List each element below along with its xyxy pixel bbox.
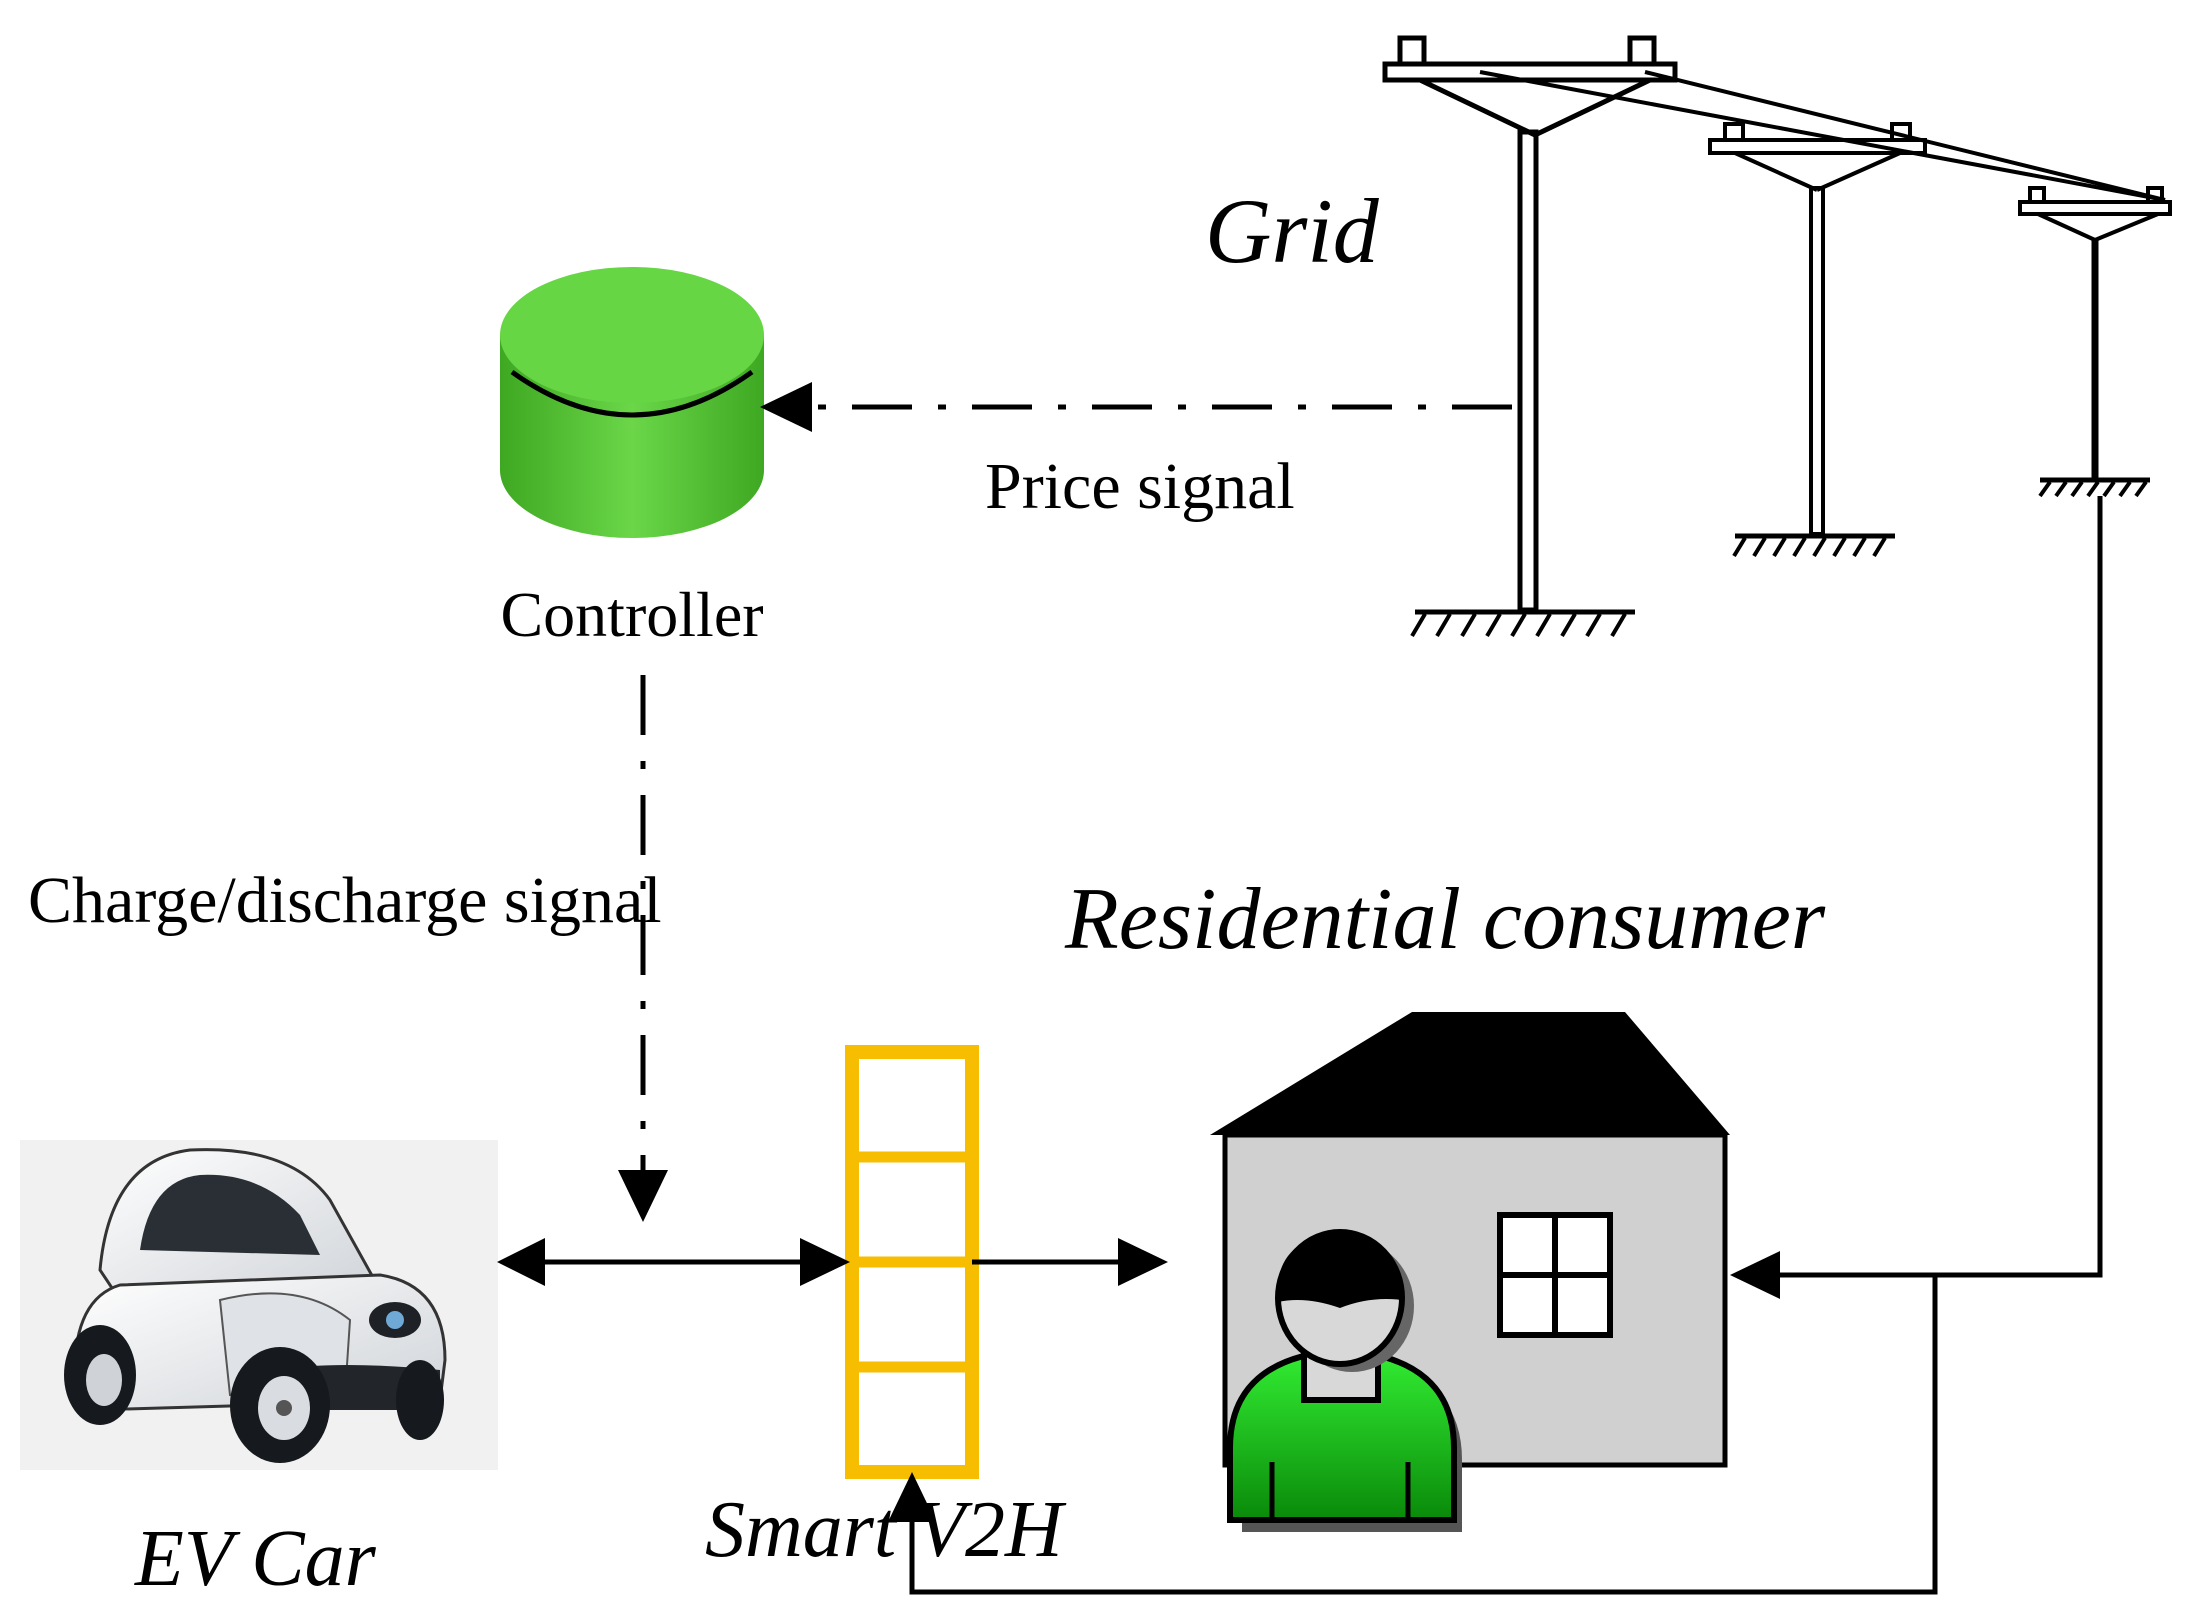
arrowhead-icon — [800, 1238, 850, 1286]
ev-car-icon — [20, 1140, 498, 1470]
ev-car-label: EV Car — [134, 1515, 377, 1603]
grid-v2h-line — [909, 1275, 1938, 1595]
charge-signal-label: Charge/discharge signal — [28, 864, 662, 937]
price-signal-label: Price signal — [985, 450, 1295, 523]
power-pole-icon — [1382, 35, 2172, 638]
smart-v2h-label: Smart V2H — [705, 1486, 1067, 1574]
house-icon — [1210, 1012, 1730, 1468]
person-icon — [1227, 1229, 1462, 1532]
arrowhead-icon — [497, 1238, 545, 1286]
arrowhead-icon — [1118, 1238, 1168, 1286]
grid-feed-line — [1778, 496, 2103, 1278]
arrowhead-icon — [618, 1170, 668, 1222]
residential-consumer-label: Residential consumer — [1064, 871, 1826, 968]
arrowhead-icon — [760, 382, 812, 432]
arrowhead-icon — [888, 1472, 936, 1522]
grid-label: Grid — [1205, 180, 1380, 282]
arrowhead-icon — [1730, 1251, 1780, 1299]
controller-label: Controller — [500, 579, 763, 650]
v2h-unit-icon — [845, 1045, 979, 1479]
cylinder-icon — [500, 267, 764, 538]
